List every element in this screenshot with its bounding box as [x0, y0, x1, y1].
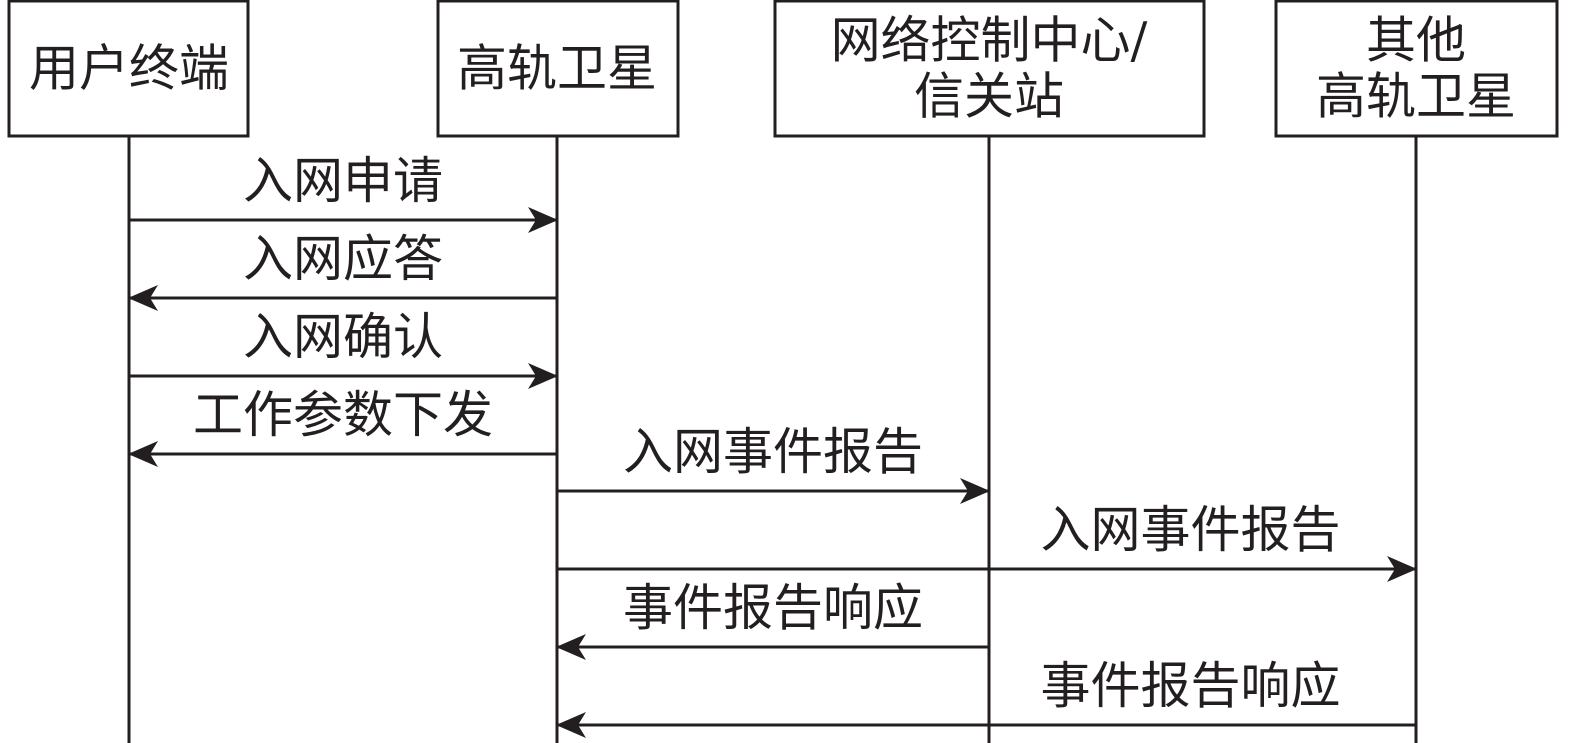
message-label: 入网申请 [243, 152, 443, 210]
message-label: 入网事件报告 [623, 423, 923, 481]
lifelines [127, 136, 1418, 743]
participant-label: 网络控制中心/ [831, 12, 1148, 70]
message-label: 入网应答 [243, 230, 443, 288]
message: 事件报告响应 [556, 579, 989, 660]
participant-ut: 用户终端 [7, 0, 250, 138]
message: 入网确认 [129, 308, 558, 389]
participant-label: 高轨卫星 [457, 40, 657, 98]
participant-box [7, 0, 250, 138]
participant-label: 高轨卫星 [1316, 68, 1516, 126]
message: 入网申请 [129, 152, 558, 233]
participant-label: 用户终端 [29, 40, 229, 98]
message-label: 入网确认 [243, 308, 443, 366]
message-label: 事件报告响应 [1041, 657, 1341, 715]
messages: 入网申请入网应答入网确认工作参数下发入网事件报告入网事件报告事件报告响应事件报告… [128, 152, 1417, 738]
participant-box [436, 0, 680, 138]
participant-label: 其他 [1366, 12, 1466, 70]
participant-box [1274, 0, 1559, 138]
message: 入网事件报告 [557, 501, 1417, 582]
participant-box [773, 0, 1206, 138]
message-label: 入网事件报告 [1041, 501, 1341, 559]
participants: 用户终端高轨卫星网络控制中心/信关站其他高轨卫星 [7, 0, 1559, 138]
message-label: 工作参数下发 [193, 386, 493, 444]
participant-ncc: 网络控制中心/信关站 [773, 0, 1206, 138]
message: 工作参数下发 [128, 386, 557, 467]
participant-geo: 高轨卫星 [436, 0, 680, 138]
message: 事件报告响应 [556, 657, 1416, 738]
participant-label: 信关站 [914, 68, 1064, 126]
message: 入网应答 [128, 230, 557, 311]
message-label: 事件报告响应 [623, 579, 923, 637]
message: 入网事件报告 [557, 423, 990, 504]
